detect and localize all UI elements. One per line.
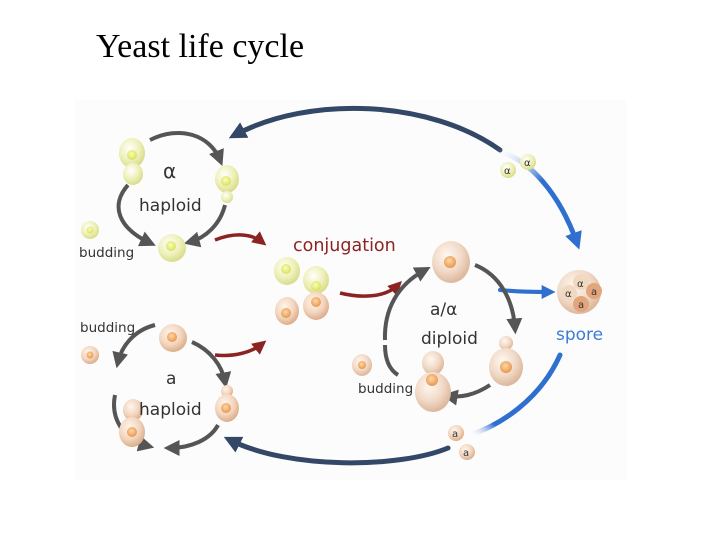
alpha-haploid-cycle: α haploid budding bbox=[79, 130, 239, 262]
released-a-spore-2: a bbox=[463, 448, 469, 459]
diploid-symbol: a/α bbox=[430, 300, 457, 320]
spore-to-a-arrow bbox=[223, 436, 451, 466]
slide-title: Yeast life cycle bbox=[96, 28, 305, 65]
spore-label: spore bbox=[556, 325, 603, 345]
diploid-arrow-left-up bbox=[382, 266, 431, 341]
alpha-cycle-arrow-top bbox=[149, 130, 224, 166]
a-cell-right bbox=[215, 385, 239, 422]
spore-tetrad: α α a a bbox=[557, 270, 602, 314]
diploid-cell-budding bbox=[415, 351, 451, 412]
released-a-spore-1: a bbox=[452, 429, 458, 440]
a-cell-top bbox=[159, 324, 187, 352]
a-budding-label: budding bbox=[80, 320, 135, 336]
a-cycle-arrow-top bbox=[112, 323, 156, 369]
diploid-cell-top bbox=[432, 241, 470, 283]
diploid-arrow-bottom bbox=[441, 383, 492, 406]
alpha-symbol: α bbox=[163, 159, 176, 183]
a-haploid-cycle: a haploid budding bbox=[80, 320, 239, 456]
a-cycle-arrow-right bbox=[191, 340, 232, 389]
a-haploid-label: haploid bbox=[139, 400, 202, 420]
diploid-arrow-top bbox=[474, 263, 523, 335]
alpha-cell-bottom bbox=[158, 234, 186, 262]
diploid-cycle: a/α diploid budding bbox=[352, 241, 523, 412]
spore-path-upper bbox=[492, 147, 582, 250]
diploid-to-spore-arrow bbox=[498, 284, 556, 299]
a-to-conjugation-arrow bbox=[214, 340, 267, 358]
released-alpha-spore-2: α bbox=[524, 158, 531, 169]
tetrad-a-right: a bbox=[591, 287, 597, 298]
alpha-cell-budding bbox=[119, 138, 145, 185]
released-alpha-spore-1: α bbox=[504, 166, 511, 177]
a-cell-budding bbox=[119, 399, 145, 447]
alpha-cycle-arrow-left bbox=[116, 183, 156, 247]
alpha-cell-right bbox=[215, 165, 239, 203]
conjugation-label: conjugation bbox=[293, 236, 396, 256]
alpha-haploid-label: haploid bbox=[139, 196, 202, 216]
conjugation-group: conjugation bbox=[214, 231, 402, 358]
a-cycle-arrow-bottom bbox=[163, 423, 220, 456]
diploid-arrow-left-down bbox=[383, 344, 400, 377]
conjugating-alpha-cell-right bbox=[303, 266, 329, 294]
conjugation-to-diploid-arrow bbox=[339, 281, 402, 298]
tetrad-a-bottom: a bbox=[578, 300, 584, 311]
tetrad-alpha-left: α bbox=[565, 289, 572, 300]
alpha-cycle-arrow-right bbox=[183, 204, 227, 248]
alpha-cell-budding-small bbox=[81, 221, 99, 239]
alpha-budding-label: budding bbox=[79, 245, 134, 261]
diploid-label: diploid bbox=[421, 329, 478, 349]
conjugating-a-cell-right bbox=[303, 292, 329, 320]
spore-path-lower bbox=[467, 352, 563, 438]
diploid-cell-right bbox=[489, 336, 523, 386]
tetrad-alpha-top: α bbox=[577, 279, 584, 290]
spore-to-alpha-arrow bbox=[228, 105, 503, 153]
alpha-to-conjugation-arrow bbox=[214, 231, 267, 246]
a-cell-budding-small bbox=[81, 346, 99, 364]
a-symbol: a bbox=[166, 369, 176, 389]
diploid-budding-label: budding bbox=[358, 381, 413, 397]
released-a-spores: a a bbox=[448, 425, 475, 460]
conjugating-alpha-cell-left bbox=[274, 257, 300, 285]
conjugating-a-cell-left bbox=[275, 297, 299, 325]
released-alpha-spores: α α bbox=[500, 154, 536, 178]
diploid-cell-budding-small bbox=[352, 354, 372, 376]
